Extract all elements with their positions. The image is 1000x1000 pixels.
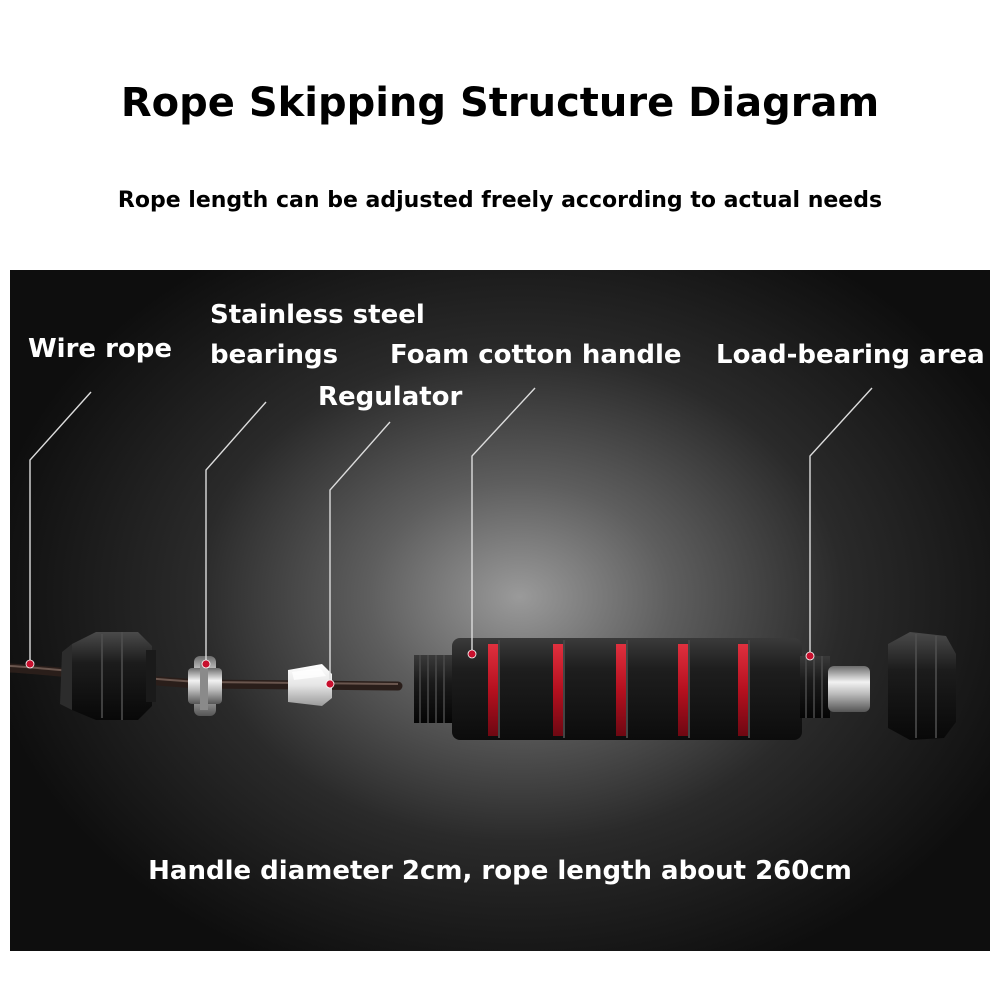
regulator-clip: [288, 664, 332, 706]
handle-thread-left: [414, 655, 456, 723]
foam-cotton-handle: [452, 638, 802, 740]
stainless-steel-bearing: [188, 656, 222, 716]
diagram-title: Rope Skipping Structure Diagram: [120, 80, 880, 126]
label-bearings-line1: Stainless steel: [210, 300, 425, 330]
load-bearing-thread: [800, 656, 830, 718]
spec-caption: Handle diameter 2cm, rope length about 2…: [148, 856, 852, 886]
end-cap-left: [60, 632, 156, 720]
label-bearings-line2: bearings: [210, 340, 339, 370]
metal-pin: [828, 666, 870, 712]
product-photo-panel: Wire rope Stainless steel bearings Regul…: [10, 270, 990, 951]
jump-rope-illustration: [10, 387, 956, 740]
label-regulator: Regulator: [318, 382, 463, 412]
marker-dots: [25, 649, 815, 689]
label-wire-rope: Wire rope: [28, 334, 173, 364]
label-load-bearing: Load-bearing area: [716, 340, 985, 370]
diagram-subtitle: Rope length can be adjusted freely accor…: [117, 188, 883, 213]
label-foam-handle: Foam cotton handle: [390, 340, 682, 370]
end-cap-right: [888, 632, 956, 740]
leader-lines: [29, 387, 873, 684]
